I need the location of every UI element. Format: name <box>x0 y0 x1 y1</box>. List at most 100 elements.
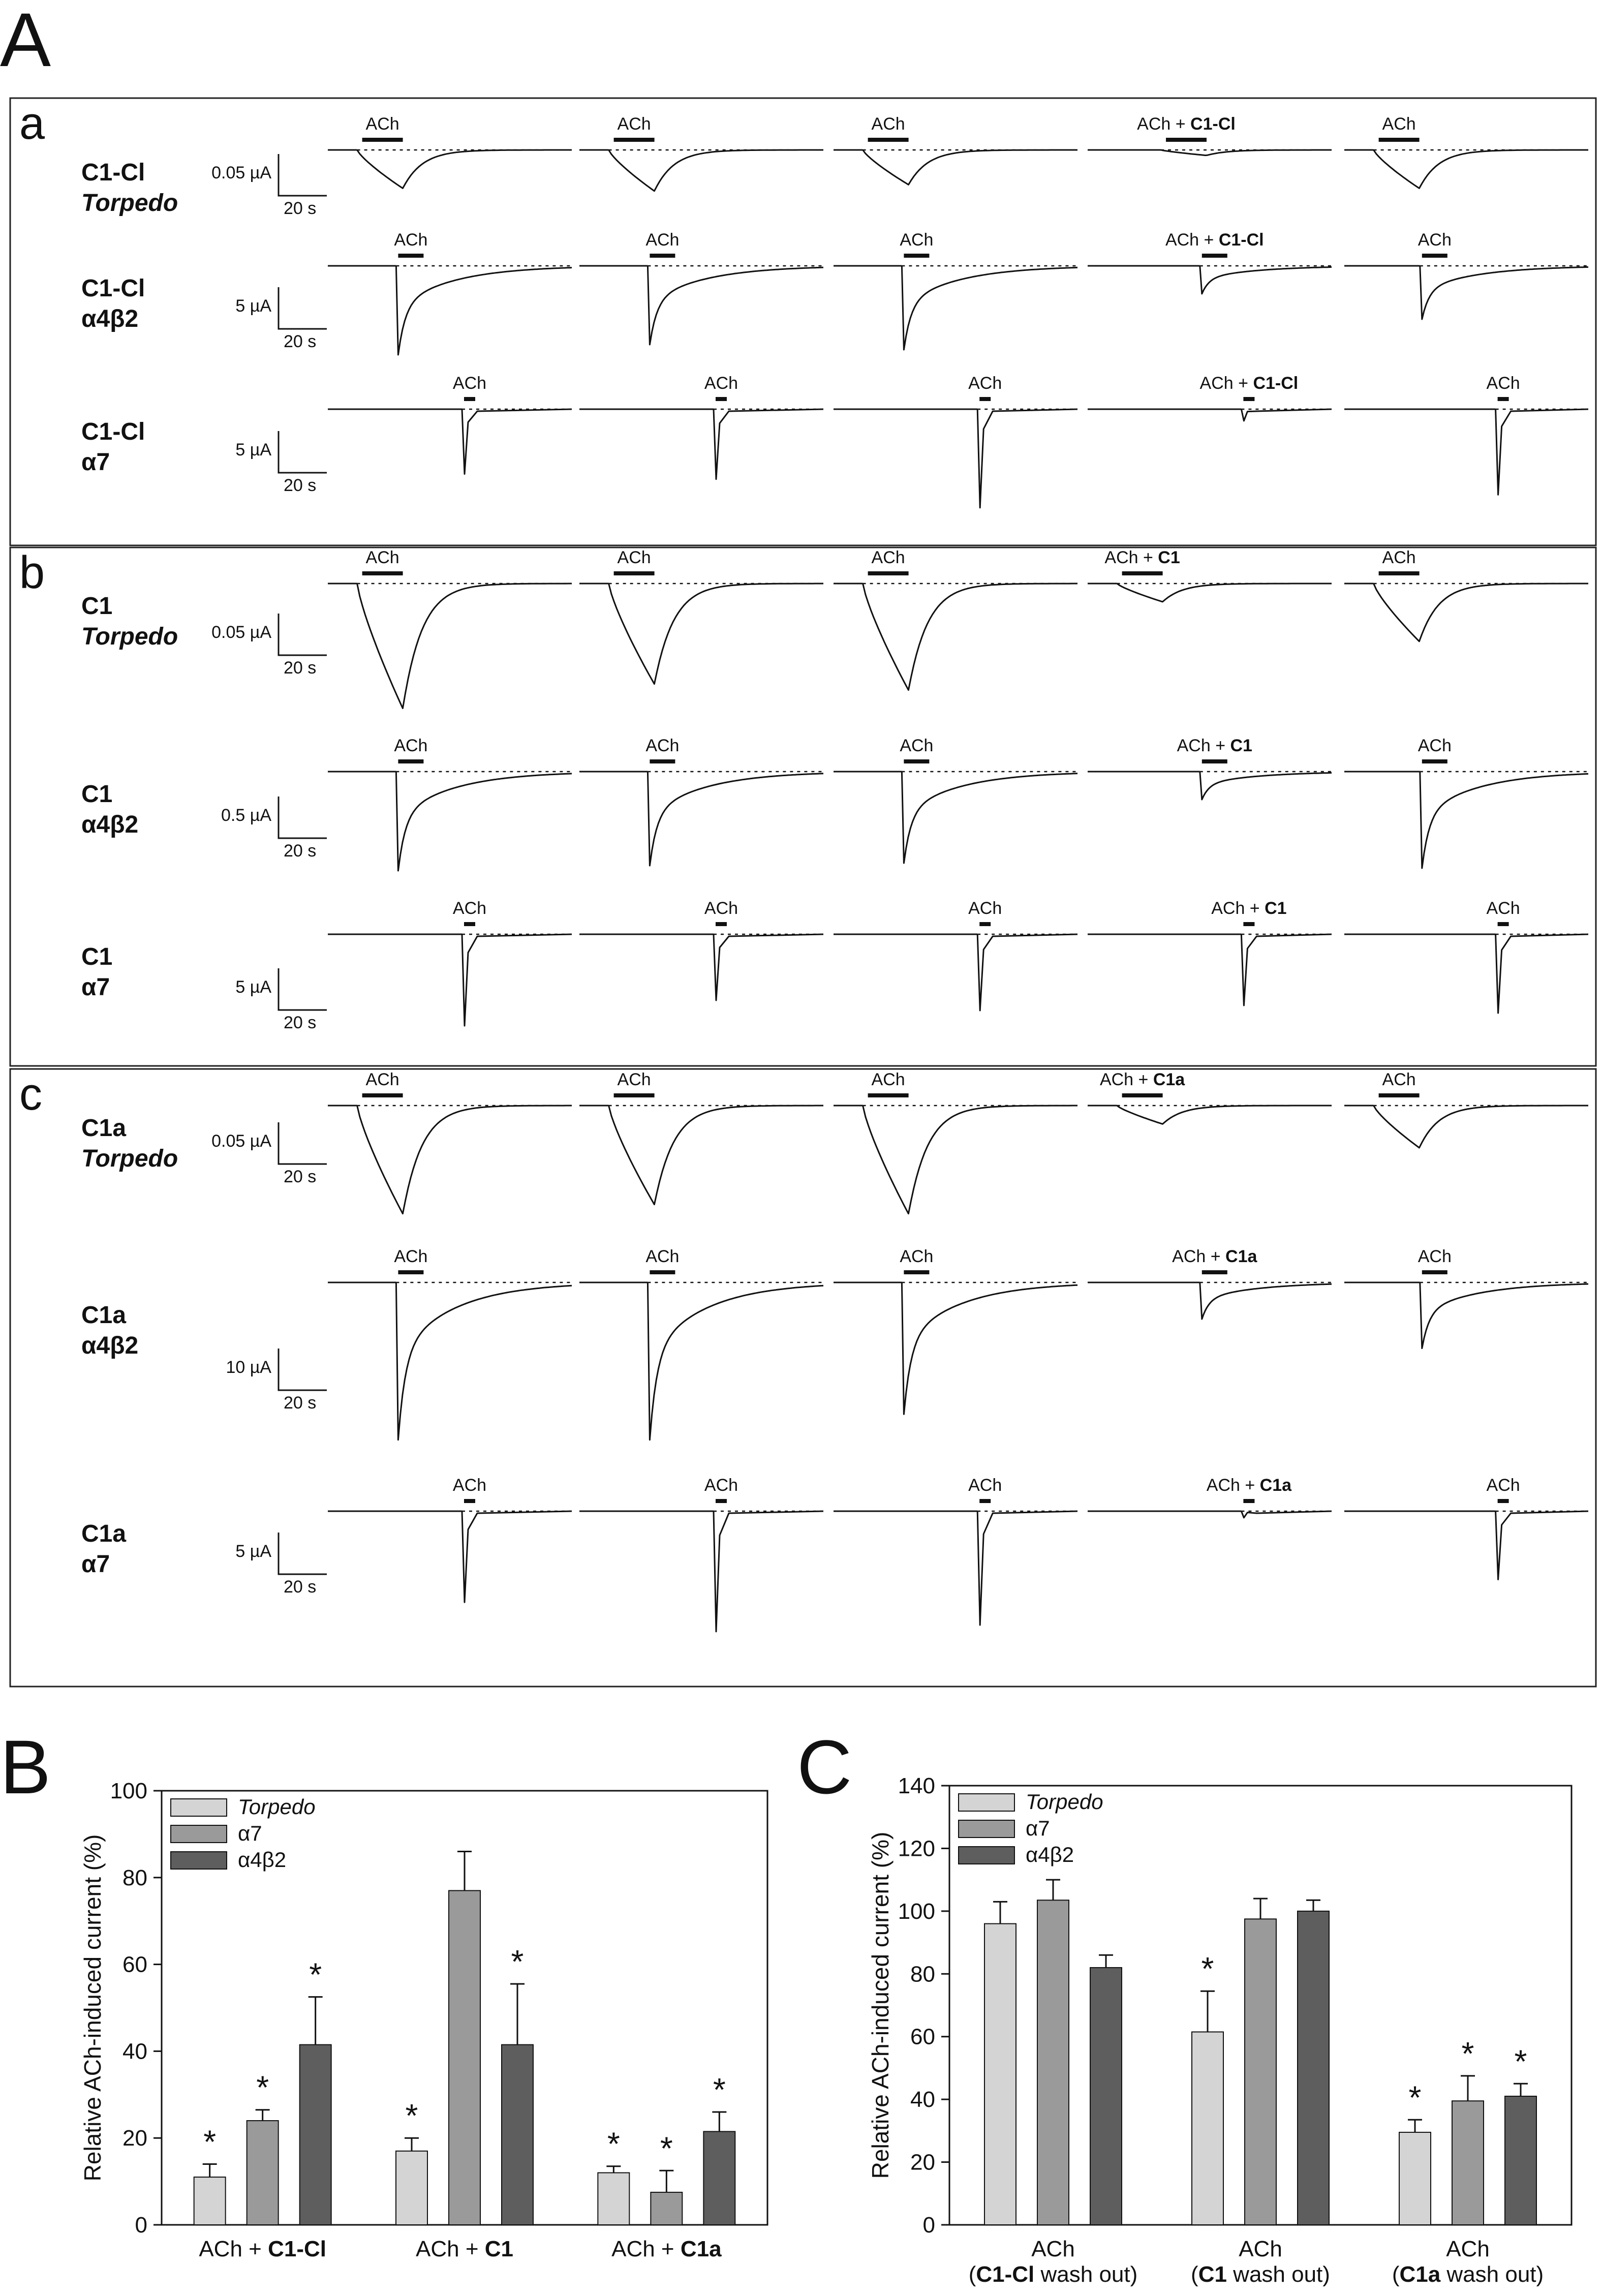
current-trace <box>646 1282 824 1441</box>
trace-row-label-receptor: α4β2 <box>81 811 138 838</box>
stimulus-label-text: ACh <box>618 1070 651 1089</box>
y-tick-label: 0 <box>135 2213 147 2238</box>
stimulus-label: ACh <box>1418 1247 1452 1266</box>
stimulus-label-compound: C1 <box>1158 548 1180 567</box>
stimulus-label: ACh <box>1382 114 1416 134</box>
category-tail: wash out) <box>1440 2262 1544 2287</box>
current-trace <box>646 265 824 346</box>
trace-row-label-ligand: C1 <box>81 781 112 808</box>
current-trace <box>1495 1510 1589 1580</box>
category-label-line2: (C1 wash out) <box>1191 2262 1330 2287</box>
bar-α7-2 <box>1452 2100 1484 2225</box>
legend-label: Torpedo <box>238 1795 316 1819</box>
current-trace <box>1419 265 1589 320</box>
category-label-line2: (C1-Cl wash out) <box>969 2262 1138 2287</box>
current-trace <box>862 583 1077 691</box>
stimulus-label: ACh <box>1382 548 1416 567</box>
y-tick-label: 100 <box>110 1779 147 1803</box>
stimulus-label-text: ACh + <box>1207 1476 1260 1495</box>
significance-asterisk: * <box>256 2069 269 2106</box>
panel-letter-a: A <box>0 0 51 82</box>
stimulus-label: ACh <box>704 1476 738 1495</box>
stimulus-label-text: ACh <box>704 374 738 393</box>
scale-bar-time-label: 20 s <box>284 1013 316 1032</box>
stimulus-label: ACh + C1 <box>1104 548 1180 567</box>
panel-letter: B <box>0 1724 51 1810</box>
trace-row-label-ligand: C1a <box>81 1520 126 1547</box>
stimulus-label: ACh + C1a <box>1207 1476 1292 1495</box>
legend-swatch <box>958 1846 1015 1864</box>
significance-asterisk: * <box>1202 1950 1214 1987</box>
stimulus-label-text: ACh <box>1487 1476 1520 1495</box>
y-tick-label: 40 <box>122 2039 147 2064</box>
category-paren: ( <box>1191 2262 1198 2287</box>
current-trace <box>461 933 572 1027</box>
current-trace <box>356 1105 572 1215</box>
stimulus-label: ACh <box>645 1247 679 1266</box>
scale-bar-current-label: 5 µA <box>235 1542 271 1561</box>
subpanel-letter: b <box>19 547 45 598</box>
category-text: ACh + <box>416 2237 485 2261</box>
scale-bar-current-label: 5 µA <box>235 977 271 997</box>
legend-swatch <box>958 1820 1015 1838</box>
stimulus-label-compound: C1-Cl <box>1190 114 1236 134</box>
significance-asterisk: * <box>660 2130 673 2166</box>
current-trace <box>608 583 823 685</box>
stimulus-label: ACh <box>394 230 427 250</box>
stimulus-label: ACh <box>704 899 738 918</box>
stimulus-label-text: ACh <box>618 114 651 134</box>
stimulus-label: ACh <box>900 736 933 755</box>
stimulus-label: ACh <box>1487 899 1520 918</box>
stimulus-label: ACh <box>645 736 679 755</box>
significance-asterisk: * <box>1409 2079 1422 2116</box>
category-compound: C1a <box>1399 2262 1440 2287</box>
stimulus-label-text: ACh <box>968 899 1002 918</box>
y-tick-label: 120 <box>898 1836 935 1861</box>
bar-torpedo-0 <box>984 1923 1016 2226</box>
stimulus-label: ACh <box>366 1070 399 1089</box>
trace-row-label-receptor: α7 <box>81 449 110 476</box>
current-trace <box>608 1105 823 1206</box>
stimulus-label-compound: C1 <box>1265 899 1286 918</box>
significance-asterisk: * <box>607 2126 620 2162</box>
stimulus-label: ACh <box>900 1247 933 1266</box>
stimulus-label: ACh <box>1418 736 1452 755</box>
legend-label: Torpedo <box>1026 1790 1103 1814</box>
stimulus-label: ACh + C1a <box>1172 1247 1257 1266</box>
category-compound: C1 <box>485 2237 513 2261</box>
stimulus-label-compound: C1a <box>1153 1070 1185 1089</box>
scale-bar <box>278 287 327 330</box>
current-trace <box>1373 149 1588 189</box>
current-trace <box>1241 1510 1332 1519</box>
trace-row-label-receptor: Torpedo <box>81 1145 178 1172</box>
stimulus-label: ACh <box>1418 230 1452 250</box>
y-axis-label: Relative ACh-induced current (%) <box>867 1832 894 2179</box>
y-tick-label: 140 <box>898 1773 935 1798</box>
category-paren: ( <box>969 2262 976 2287</box>
scale-bar-current-label: 5 µA <box>235 440 271 460</box>
stimulus-label: ACh <box>968 899 1002 918</box>
current-trace <box>608 149 823 192</box>
stimulus-label-text: ACh <box>704 899 738 918</box>
stimulus-label: ACh <box>872 548 905 567</box>
panel-a-sub-frame <box>9 1068 1597 1688</box>
current-trace <box>1495 408 1589 496</box>
scale-bar-time-label: 20 s <box>284 841 316 861</box>
stimulus-label-compound: C1a <box>1260 1476 1292 1495</box>
y-tick-label: 100 <box>898 1899 935 1924</box>
category-label: ACh <box>1031 2237 1075 2261</box>
category-label: ACh + C1 <box>416 2237 513 2261</box>
current-trace <box>862 149 1077 186</box>
stimulus-label-text: ACh <box>394 230 427 250</box>
stimulus-label-text: ACh + <box>1200 374 1253 393</box>
category-text: ACh <box>1239 2237 1282 2261</box>
legend-swatch <box>958 1793 1015 1812</box>
current-trace <box>713 408 824 480</box>
stimulus-label-compound: C1-Cl <box>1253 374 1298 393</box>
bar-α4β2-2 <box>703 2131 736 2226</box>
stimulus-label: ACh <box>394 736 427 755</box>
stimulus-label-text: ACh <box>872 114 905 134</box>
y-tick-label: 60 <box>910 2025 935 2049</box>
